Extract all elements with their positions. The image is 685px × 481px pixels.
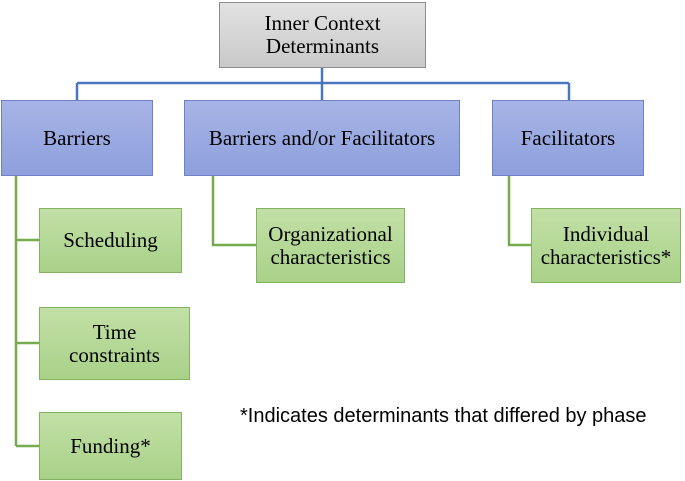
item-funding: Funding* [39,412,182,480]
category-facilitators: Facilitators [492,100,644,176]
item-scheduling: Scheduling [39,208,182,273]
category-barriers: Barriers [1,100,153,176]
item-organizational-characteristics: Organizational characteristics [256,208,405,283]
connector-to-organizational [211,176,256,247]
root-connectors [75,68,571,100]
footnote: *Indicates determinants that differed by… [240,405,647,427]
root-node: Inner Context Determinants [219,2,426,68]
item-connectors [14,176,531,448]
item-individual-characteristics: Individual characteristics* [531,208,681,283]
item-time-constraints: Time constraints [39,307,190,380]
connector-to-individual [507,176,531,247]
category-barriers-and-or-facilitators: Barriers and/or Facilitators [184,100,460,176]
